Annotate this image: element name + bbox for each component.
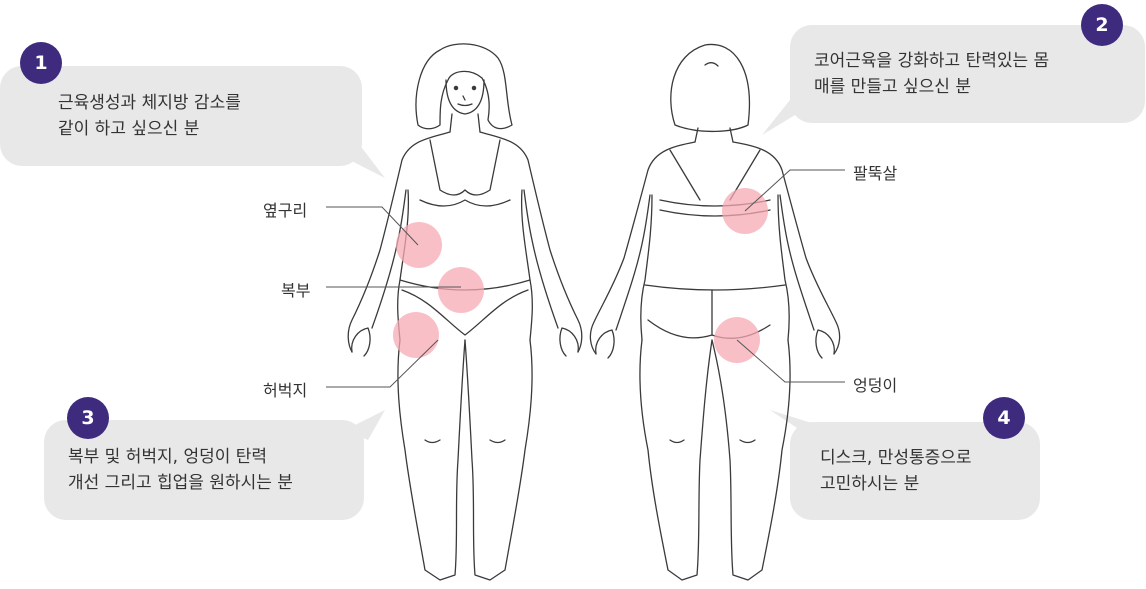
callout-1: 근육생성과 체지방 감소를 같이 하고 싶으신 분 (0, 66, 362, 166)
callout-1-badge: 1 (20, 42, 62, 84)
callout-3-line-1: 복부 및 허벅지, 엉덩이 탄력 (68, 447, 268, 467)
callout-1-line-2: 같이 하고 싶으신 분 (58, 119, 200, 139)
callout-4-line-2: 고민하시는 분 (820, 474, 920, 494)
callout-2-line-1: 코어근육을 강화하고 탄력있는 몸 (814, 51, 1050, 71)
callout-4-line-1: 디스크, 만성통증으로 (820, 448, 972, 468)
label-arm: 팔뚝살 (853, 164, 898, 183)
callout-4-badge: 4 (983, 397, 1025, 439)
label-hip: 엉덩이 (853, 376, 898, 395)
label-thigh: 허벅지 (263, 381, 308, 400)
callout-3-line-2: 개선 그리고 힙업을 원하시는 분 (68, 473, 293, 493)
callout-1-line-1: 근육생성과 체지방 감소를 (58, 93, 241, 113)
label-abdomen: 복부 (281, 281, 311, 300)
callout-2: 코어근육을 강화하고 탄력있는 몸 매를 만들고 싶으신 분 (790, 25, 1145, 123)
leader-lines (326, 169, 845, 388)
highlight-thigh (393, 312, 439, 358)
highlight-abdomen (438, 267, 484, 313)
callout-3-badge: 3 (67, 397, 109, 439)
callout-2-line-2: 매를 만들고 싶으신 분 (814, 77, 971, 97)
label-side: 옆구리 (263, 201, 308, 220)
callout-2-badge: 2 (1081, 4, 1123, 46)
front-figure (347, 43, 583, 581)
